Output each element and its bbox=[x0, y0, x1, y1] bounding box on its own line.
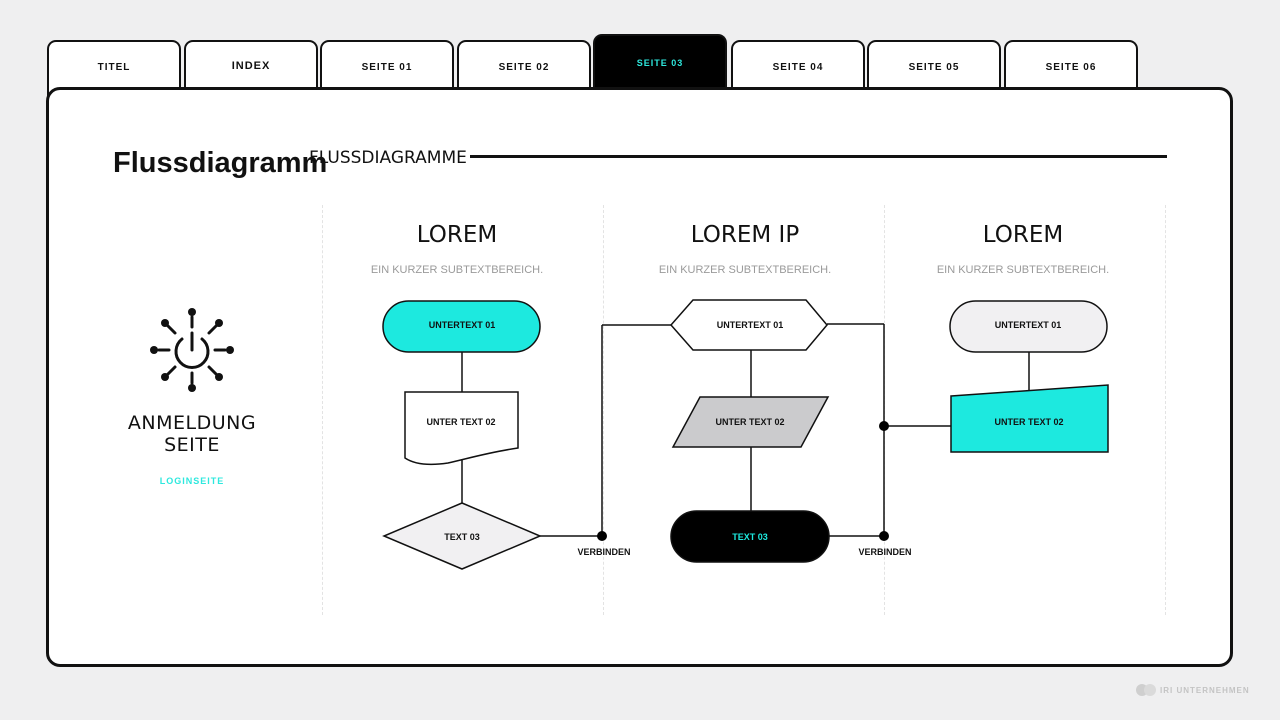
column-title: LOREM IP bbox=[690, 222, 800, 248]
column-title: LOREM bbox=[416, 222, 498, 248]
page-title: Flussdiagramm bbox=[113, 147, 328, 179]
connector-lines bbox=[461, 323, 1030, 537]
column-divider bbox=[1165, 205, 1166, 615]
column-title: LOREM bbox=[982, 222, 1064, 248]
terminator-shape-dark[interactable]: TEXT 03 bbox=[670, 510, 830, 563]
shape-label: TEXT 03 bbox=[444, 532, 480, 542]
hexagon-shape[interactable]: UNTERTEXT 01 bbox=[670, 299, 828, 351]
shape-label: UNTER TEXT 02 bbox=[426, 417, 495, 427]
shape-label: UNTERTEXT 01 bbox=[717, 320, 784, 330]
footer-brand: IRI UNTERNEHMEN bbox=[1136, 684, 1250, 698]
column-divider bbox=[322, 205, 323, 615]
parallelogram-shape[interactable]: UNTER TEXT 02 bbox=[671, 396, 830, 448]
shape-label: UNTER TEXT 02 bbox=[994, 417, 1063, 427]
document-shape[interactable]: UNTER TEXT 02 bbox=[404, 391, 519, 466]
column-divider bbox=[603, 205, 604, 615]
connector-label: VERBINDEN bbox=[858, 547, 911, 557]
manual-input-shape[interactable]: UNTER TEXT 02 bbox=[950, 384, 1109, 453]
decision-diamond-shape[interactable]: TEXT 03 bbox=[382, 502, 542, 570]
login-page-link[interactable]: LOGINSEITE bbox=[159, 476, 225, 486]
terminator-shape[interactable]: UNTERTEXT 01 bbox=[382, 300, 541, 353]
shape-label: TEXT 03 bbox=[732, 532, 768, 542]
power-network-icon bbox=[147, 305, 237, 395]
title-divider bbox=[470, 155, 1167, 158]
junction-dot bbox=[879, 531, 889, 541]
footer-brand-text: IRI UNTERNEHMEN bbox=[1160, 686, 1250, 696]
terminator-shape-light[interactable]: UNTERTEXT 01 bbox=[949, 300, 1108, 353]
junction-dot bbox=[879, 421, 889, 431]
column-subtitle: EIN KURZER SUBTEXTBEREICH. bbox=[658, 264, 832, 276]
side-title: ANMELDUNG SEITE bbox=[112, 412, 272, 456]
side-title-line1: ANMELDUNG bbox=[127, 412, 257, 434]
page-subtitle: FLUSSDIAGRAMME bbox=[309, 148, 467, 168]
tab-seite-03[interactable]: SEITE 03 bbox=[593, 34, 727, 94]
column-subtitle: EIN KURZER SUBTEXTBEREICH. bbox=[936, 264, 1110, 276]
junction-dots bbox=[597, 421, 889, 541]
shape-label: UNTERTEXT 01 bbox=[995, 320, 1062, 330]
content-panel bbox=[46, 87, 1233, 667]
brand-logo-icon bbox=[1136, 684, 1158, 698]
shape-label: UNTERTEXT 01 bbox=[429, 320, 496, 330]
connector-label: VERBINDEN bbox=[577, 547, 630, 557]
column-subtitle: EIN KURZER SUBTEXTBEREICH. bbox=[370, 264, 544, 276]
junction-dot bbox=[597, 531, 607, 541]
side-title-line2: SEITE bbox=[164, 434, 220, 456]
shape-label: UNTER TEXT 02 bbox=[715, 417, 784, 427]
